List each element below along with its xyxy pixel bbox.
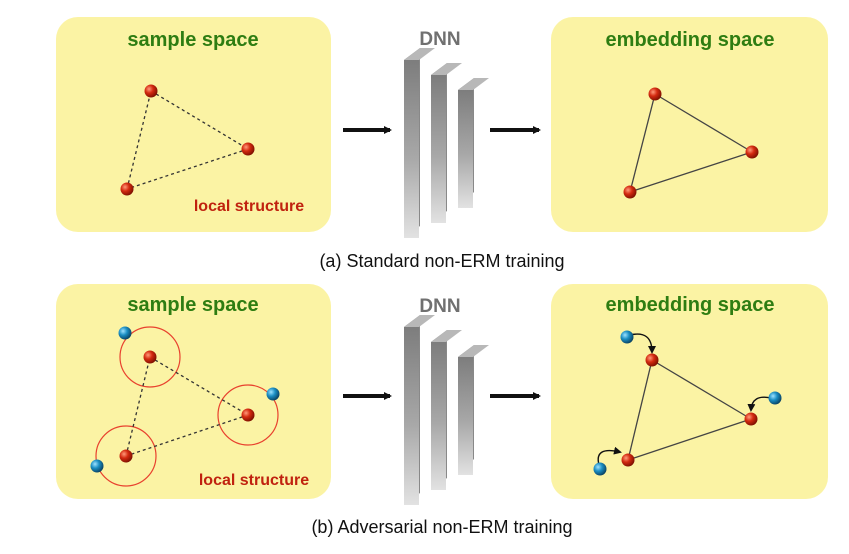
dnn-layers-icon <box>404 315 489 505</box>
local-structure-triangle <box>126 90 249 190</box>
panel-a: sample space local structure DNN embeddi… <box>56 17 828 271</box>
blue-sphere-icon <box>118 326 132 340</box>
dnn-layers-icon <box>404 48 489 238</box>
local-structure-label: local structure <box>194 198 304 215</box>
local-structure-label: local structure <box>199 472 309 489</box>
blue-sphere-icon <box>768 391 782 405</box>
sample-space-title: sample space <box>127 29 258 51</box>
dnn-label: DNN <box>419 296 460 317</box>
red-sphere-icon <box>744 412 758 426</box>
local-structure-triangle <box>125 356 249 457</box>
red-sphere-icon <box>144 84 158 98</box>
embedding-triangle <box>627 359 752 461</box>
blue-sphere-icon <box>593 462 607 476</box>
caption-b: (b) Adversarial non-ERM training <box>311 517 572 537</box>
embedding-space-title: embedding space <box>606 29 775 51</box>
red-sphere-icon <box>241 142 255 156</box>
red-sphere-icon <box>621 453 635 467</box>
caption-a: (a) Standard non-ERM training <box>319 251 564 271</box>
red-sphere-icon <box>143 350 157 364</box>
red-sphere-icon <box>645 353 659 367</box>
blue-sphere-icon <box>266 387 280 401</box>
red-sphere-icon <box>623 185 637 199</box>
blue-sphere-icon <box>620 330 634 344</box>
curved-arrows <box>597 333 772 466</box>
dnn-label: DNN <box>419 29 460 50</box>
red-sphere-icon <box>241 408 255 422</box>
embedding-triangle <box>629 93 753 193</box>
red-sphere-icon <box>120 182 134 196</box>
embedding-space-box <box>551 284 828 499</box>
red-sphere-icon <box>648 87 662 101</box>
red-sphere-icon <box>745 145 759 159</box>
sample-space-box <box>56 17 331 232</box>
embedding-space-title: embedding space <box>606 294 775 316</box>
embedding-space-box <box>551 17 828 232</box>
red-sphere-icon <box>119 449 133 463</box>
panel-b: sample space local structure DNN <box>56 284 828 537</box>
perturbation-circles <box>95 326 279 487</box>
blue-sphere-icon <box>90 459 104 473</box>
sample-space-title: sample space <box>127 294 258 316</box>
